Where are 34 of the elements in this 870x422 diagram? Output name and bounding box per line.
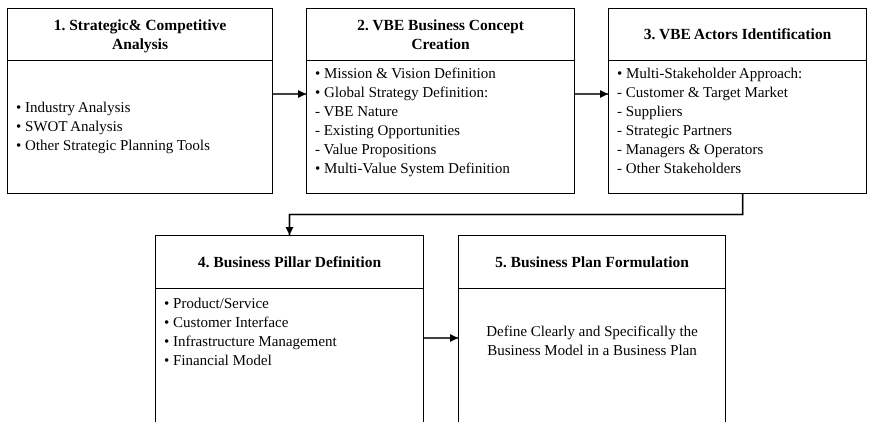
list-item: - Customer & Target Market bbox=[617, 84, 789, 103]
step-title: 2. VBE Business Concept Creation bbox=[356, 16, 525, 54]
arrow bbox=[286, 194, 744, 235]
list-item: • Multi-Stakeholder Approach: bbox=[617, 65, 804, 84]
step-title: 4. Business Pillar Definition bbox=[198, 252, 382, 272]
list-item: • Mission & Vision Definition bbox=[315, 65, 497, 84]
list-item: - Existing Opportunities bbox=[315, 122, 461, 141]
arrow bbox=[424, 334, 458, 342]
list-item: - Other Stakeholders bbox=[617, 160, 742, 179]
list-item: - Value Propositions bbox=[315, 141, 438, 160]
list-item: • Financial Model bbox=[164, 352, 273, 370]
step-box bbox=[458, 235, 726, 422]
list-item: • Industry Analysis bbox=[16, 98, 132, 118]
step-title: 5. Business Plan Formulation bbox=[495, 252, 689, 272]
list-item: - Suppliers bbox=[617, 103, 684, 122]
list-item: - VBE Nature bbox=[315, 103, 400, 122]
list-item: • Product/Service bbox=[164, 294, 270, 314]
step-box bbox=[155, 235, 424, 422]
list-item: • Customer Interface bbox=[164, 314, 290, 332]
step-box bbox=[608, 8, 867, 194]
arrow bbox=[575, 90, 608, 98]
step-box bbox=[306, 8, 575, 194]
list-item: • Infrastructure Management bbox=[164, 332, 338, 352]
step-title: 3. VBE Actors Identification bbox=[644, 25, 832, 44]
list-item: • Multi-Value System Definition bbox=[315, 160, 511, 179]
step-box bbox=[7, 8, 273, 194]
list-item: • Global Strategy Definition: bbox=[315, 84, 490, 103]
step-title: 1. Strategic& Competitive Analysis bbox=[52, 16, 228, 54]
step-description: Define Clearly and Specifically the Business Model in a Business Plan bbox=[485, 322, 699, 360]
list-item: - Strategic Partners bbox=[617, 122, 733, 141]
list-item: • SWOT Analysis bbox=[16, 118, 124, 136]
list-item: • Other Strategic Planning Tools bbox=[16, 136, 211, 156]
list-item: - Managers & Operators bbox=[617, 141, 764, 160]
arrow bbox=[273, 90, 306, 98]
